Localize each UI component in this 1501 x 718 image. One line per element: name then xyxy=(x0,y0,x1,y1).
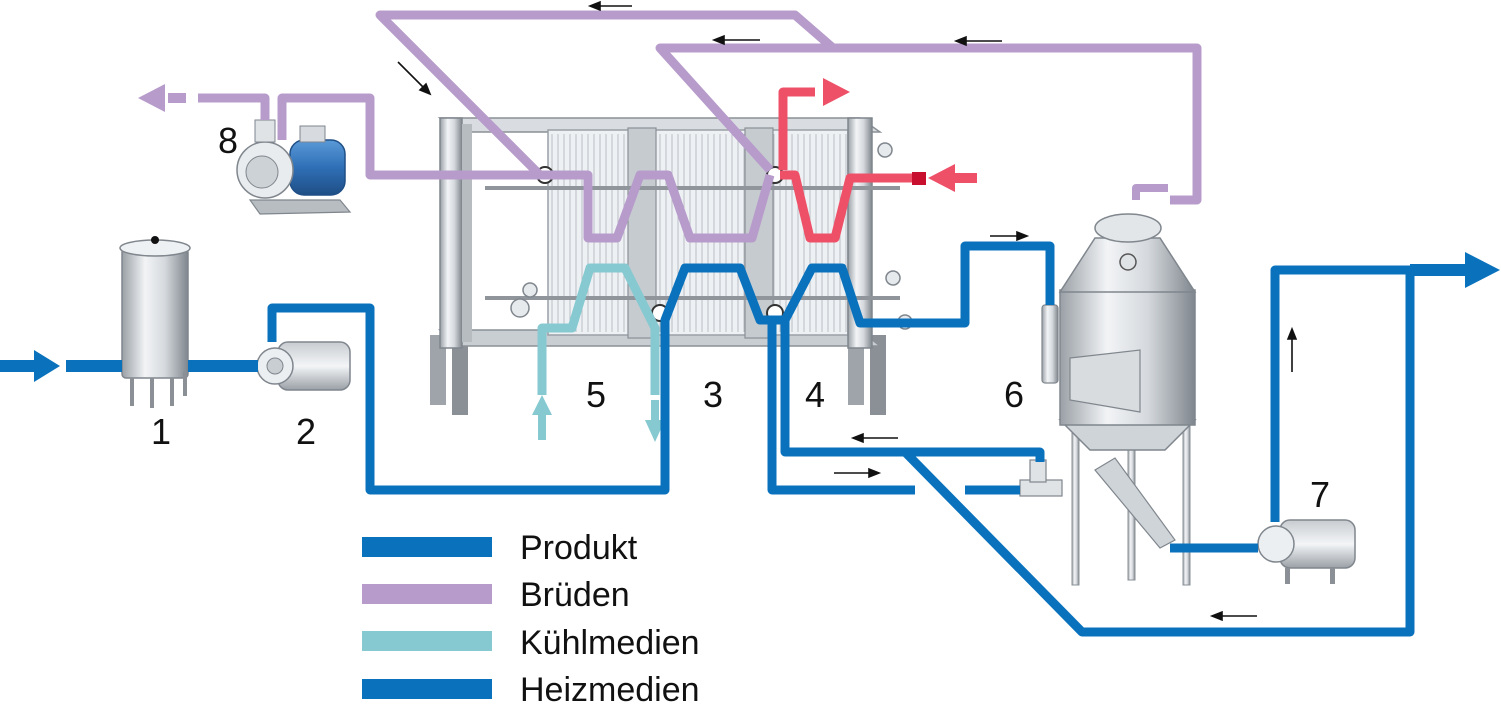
vessel-sight-glass xyxy=(1119,253,1137,271)
legend: Produkt Brüden Kühlmedien Heizmedien xyxy=(362,529,700,709)
equipment-numbers: 1 2 3 4 5 6 7 8 xyxy=(151,120,1330,515)
phe-leg-right-b xyxy=(870,335,886,415)
vacuum-pump-cover xyxy=(245,155,279,189)
legend-swatch-heizmedien xyxy=(362,679,492,699)
vapour-exhaust-arrow-tail xyxy=(168,93,186,103)
vacuum-pump-motor xyxy=(289,139,346,196)
vapour-vessel-outlet xyxy=(1132,184,1168,200)
pump-impeller-cover xyxy=(266,357,284,375)
phe-leg-left-b xyxy=(452,335,468,415)
pump-casing xyxy=(1257,525,1295,563)
vacuum-pump-inlet xyxy=(254,119,276,143)
feed-pump xyxy=(256,341,351,391)
phe-frame-left-inner xyxy=(462,124,472,342)
flow-arrow xyxy=(587,0,632,12)
vapour-exhaust-line xyxy=(198,93,270,120)
pump-foot xyxy=(1285,568,1290,584)
cooling-inlet-arrow xyxy=(532,395,552,415)
flow-arrow xyxy=(834,467,882,479)
separator-vessel xyxy=(1019,213,1197,586)
heating-outlet-line xyxy=(778,87,815,170)
cooling-inlet-arrow-tail xyxy=(538,415,546,440)
tank-leg xyxy=(183,372,187,396)
heating-inlet-arrow xyxy=(928,164,955,192)
vessel-tangential-inlet xyxy=(1069,349,1141,413)
label-feed-pump: 2 xyxy=(296,411,316,452)
legend-swatch-produkt xyxy=(362,537,492,557)
vapour-return-line-outer xyxy=(655,43,1202,205)
heating-loop xyxy=(780,170,915,243)
flow-arrow xyxy=(953,35,1002,47)
flow-arrow xyxy=(397,61,432,96)
vapour-pipes xyxy=(138,10,1202,243)
label-section-4: 4 xyxy=(805,374,825,415)
product-outlet-arrow xyxy=(1465,252,1500,288)
legend-label-kuehlmedien: Kühlmedien xyxy=(520,624,700,662)
label-tank: 1 xyxy=(151,411,171,452)
phe-frame-left xyxy=(439,117,463,349)
flow-arrow xyxy=(1286,326,1298,372)
heating-red-pipes xyxy=(778,78,977,243)
heating-inlet-arrow-tail xyxy=(955,173,977,183)
legend-swatch-brueden xyxy=(362,584,492,604)
heating-inlet-fitting xyxy=(912,172,926,185)
label-vacuum-pump: 8 xyxy=(218,120,238,161)
product-recirc-line xyxy=(767,320,915,495)
phe-port-flange xyxy=(510,298,530,318)
phe-port-flange xyxy=(885,270,901,286)
vapour-exhaust-arrow xyxy=(138,84,165,112)
vessel-leg xyxy=(1182,419,1191,586)
flow-arrow xyxy=(850,432,898,444)
tank-body xyxy=(121,247,189,379)
motor-terminal-box xyxy=(299,125,326,143)
product-main-line xyxy=(267,241,1055,495)
legend-swatch-kuehlmedien xyxy=(362,631,492,651)
tee-branch xyxy=(1029,459,1047,483)
vessel-outlet-pipe xyxy=(1094,457,1176,549)
vacuum-pump-base xyxy=(248,199,352,215)
vessel-dome xyxy=(1094,213,1162,243)
cooling-outlet-arrow xyxy=(645,420,665,442)
product-outlet-arrow-tail xyxy=(1440,264,1466,276)
legend-label-produkt: Produkt xyxy=(520,529,638,567)
phe-leg-left-a xyxy=(430,335,446,405)
flow-arrow xyxy=(711,34,760,46)
label-separator: 6 xyxy=(1004,374,1024,415)
flow-arrow xyxy=(990,230,1030,242)
phe-plate-pack xyxy=(547,129,849,336)
vessel-inlet-pipe xyxy=(1041,304,1059,384)
product-return-line xyxy=(780,320,1045,462)
vapour-line-top xyxy=(375,10,836,243)
tank-leg xyxy=(130,378,134,406)
cooling-loop xyxy=(537,263,660,395)
vacuum-pump xyxy=(236,119,352,215)
phe-port-flange xyxy=(522,282,538,298)
vessel-leg xyxy=(1071,419,1080,586)
tank-lid-knob xyxy=(151,236,159,244)
product-loop-to-pump-7 xyxy=(901,265,1415,637)
legend-label-heizmedien: Heizmedien xyxy=(520,671,700,709)
product-pipes xyxy=(0,241,1500,637)
flow-arrow xyxy=(1209,610,1257,622)
cooling-outlet-arrow-tail xyxy=(651,400,659,422)
flow-direction-arrows xyxy=(397,0,1298,622)
cooling-pipes xyxy=(532,263,665,442)
phe-leg-right-a xyxy=(848,335,864,405)
pump-foot xyxy=(1330,568,1335,584)
label-section-3: 3 xyxy=(703,374,723,415)
balance-tank xyxy=(119,236,191,408)
label-section-5: 5 xyxy=(586,374,606,415)
product-pump xyxy=(1257,519,1356,584)
product-inlet-arrow xyxy=(34,350,60,382)
heating-outlet-arrow xyxy=(823,78,850,106)
tank-leg xyxy=(170,378,174,406)
vapour-line-to-pump xyxy=(277,93,545,180)
tank-leg xyxy=(150,378,154,408)
legend-label-brueden: Brüden xyxy=(520,576,630,614)
phe-port-flange xyxy=(877,142,893,158)
label-product-pump: 7 xyxy=(1310,474,1330,515)
